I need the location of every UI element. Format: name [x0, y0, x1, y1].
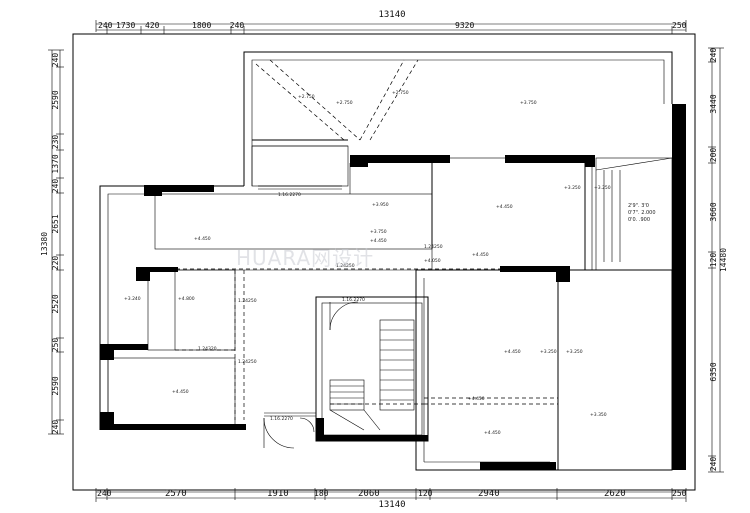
- floor-height-tag: 1.24320: [198, 346, 217, 352]
- bottom-total-dimension: 13140: [378, 500, 405, 510]
- top-seg-1: 240: [98, 21, 113, 30]
- left-seg-3: 230: [51, 135, 60, 150]
- level-mark: +4.050: [424, 258, 441, 264]
- left-seg-11: 240: [51, 420, 60, 435]
- bottom-seg-3: 1910: [267, 489, 289, 499]
- bottom-seg-7: 2940: [478, 489, 500, 499]
- level-mark: +3.250: [594, 185, 611, 191]
- left-seg-1: 240: [51, 53, 60, 68]
- right-seg-6: 6350: [709, 362, 718, 381]
- bottom-seg-9: 250: [672, 489, 687, 498]
- bottom-seg-6: 120: [418, 489, 433, 498]
- left-seg-2: 2590: [51, 90, 60, 109]
- door-tag: 1.16.2270: [270, 416, 293, 422]
- level-mark: +3.350: [590, 412, 607, 418]
- level-marks: +2.750 +2.750 +2.750 +3.750 +3.950 +3.75…: [124, 90, 611, 436]
- level-mark: +3.250: [540, 349, 557, 355]
- watermark: HUARA网设计: [236, 246, 374, 270]
- left-seg-8: 2520: [51, 294, 60, 313]
- top-seg-6: 9320: [455, 21, 474, 30]
- left-seg-4: 1370: [51, 154, 60, 173]
- right-seg-7: 240: [709, 457, 718, 472]
- note-block: 2'9". 3'0 0'7". 2.000 0'0. .900: [628, 203, 656, 223]
- top-dimension-chain: 13140 240 1730 420 1800 240 9320 250: [95, 10, 687, 34]
- note-line: 0'0. .900: [628, 217, 650, 223]
- bottom-seg-4: 180: [314, 489, 329, 498]
- level-mark: +4.450: [468, 396, 485, 402]
- windows: [258, 185, 342, 417]
- level-mark: +2.750: [298, 94, 315, 100]
- level-mark: +4.450: [370, 238, 387, 244]
- left-seg-10: 2590: [51, 376, 60, 395]
- right-seg-1: 240: [709, 48, 718, 63]
- left-total-dimension: 13380: [40, 232, 49, 256]
- top-seg-5: 240: [230, 21, 245, 30]
- right-total-dimension: 14480: [719, 248, 728, 272]
- floor-height-tag: 1.24250: [336, 263, 355, 269]
- right-dimension-chain: 240 3440 200 3660 120 6350 240 14480: [708, 48, 728, 473]
- left-dimension-chain: 13380 240 2590 230 1370 240 2651 220 252…: [40, 49, 64, 435]
- door-tags: 1.16.2270 1.16.2270 1.16.2270: [270, 192, 365, 422]
- top-seg-2: 1730: [116, 21, 135, 30]
- bottom-dimension-chain: 240 2570 1910 180 2060 120 2940 2620 250…: [95, 488, 687, 510]
- level-mark: +4.450: [172, 389, 189, 395]
- staircase: [329, 319, 415, 431]
- door-tag: 1.16.2270: [342, 297, 365, 303]
- left-seg-5: 240: [51, 179, 60, 194]
- top-seg-4: 1800: [192, 21, 211, 30]
- left-seg-6: 2651: [51, 214, 60, 233]
- right-seg-2: 3440: [709, 94, 718, 113]
- level-mark: +4.450: [504, 349, 521, 355]
- level-mark: +4.450: [484, 430, 501, 436]
- level-mark: +2.750: [392, 90, 409, 96]
- level-mark: +3.250: [564, 185, 581, 191]
- level-mark: +3.750: [520, 100, 537, 106]
- level-mark: +4.450: [194, 236, 211, 242]
- door-tag: 1.16.2270: [278, 192, 301, 198]
- floor-height-tag: 1.24250: [238, 359, 257, 365]
- floor-height-tag: 1.24250: [238, 298, 257, 304]
- right-seg-4: 3660: [709, 202, 718, 221]
- level-mark: +3.750: [370, 229, 387, 235]
- bottom-seg-2: 2570: [165, 489, 187, 499]
- level-mark: +3.950: [372, 202, 389, 208]
- floor-height-tags: 1.24250 1.24250 1.24320 1.24250 1.24250: [198, 244, 443, 365]
- top-total-dimension: 13140: [378, 10, 405, 20]
- left-seg-7: 220: [51, 256, 60, 271]
- note-line: 0'7". 2.000: [628, 210, 656, 216]
- note-line: 2'9". 3'0: [628, 203, 649, 209]
- bottom-seg-8: 2620: [604, 489, 626, 499]
- door-swings: [263, 301, 359, 449]
- right-seg-3: 200: [709, 148, 718, 163]
- thick-walls: [100, 104, 686, 470]
- dashed-lines: [155, 59, 560, 420]
- level-mark: +4.450: [496, 204, 513, 210]
- level-mark: +4.450: [472, 252, 489, 258]
- level-mark: +2.750: [336, 100, 353, 106]
- level-mark: +3.240: [124, 296, 141, 302]
- top-seg-7: 250: [672, 21, 687, 30]
- bottom-seg-5: 2060: [358, 489, 380, 499]
- right-seg-5: 120: [709, 253, 718, 268]
- level-mark: +4.800: [178, 296, 195, 302]
- left-seg-9: 250: [51, 338, 60, 353]
- sheet-frame: [72, 33, 696, 491]
- top-seg-3: 420: [145, 21, 160, 30]
- bottom-seg-1: 240: [97, 489, 112, 498]
- plan-outline: [99, 51, 673, 471]
- level-mark: +3.250: [566, 349, 583, 355]
- floor-height-tag: 1.24250: [424, 244, 443, 250]
